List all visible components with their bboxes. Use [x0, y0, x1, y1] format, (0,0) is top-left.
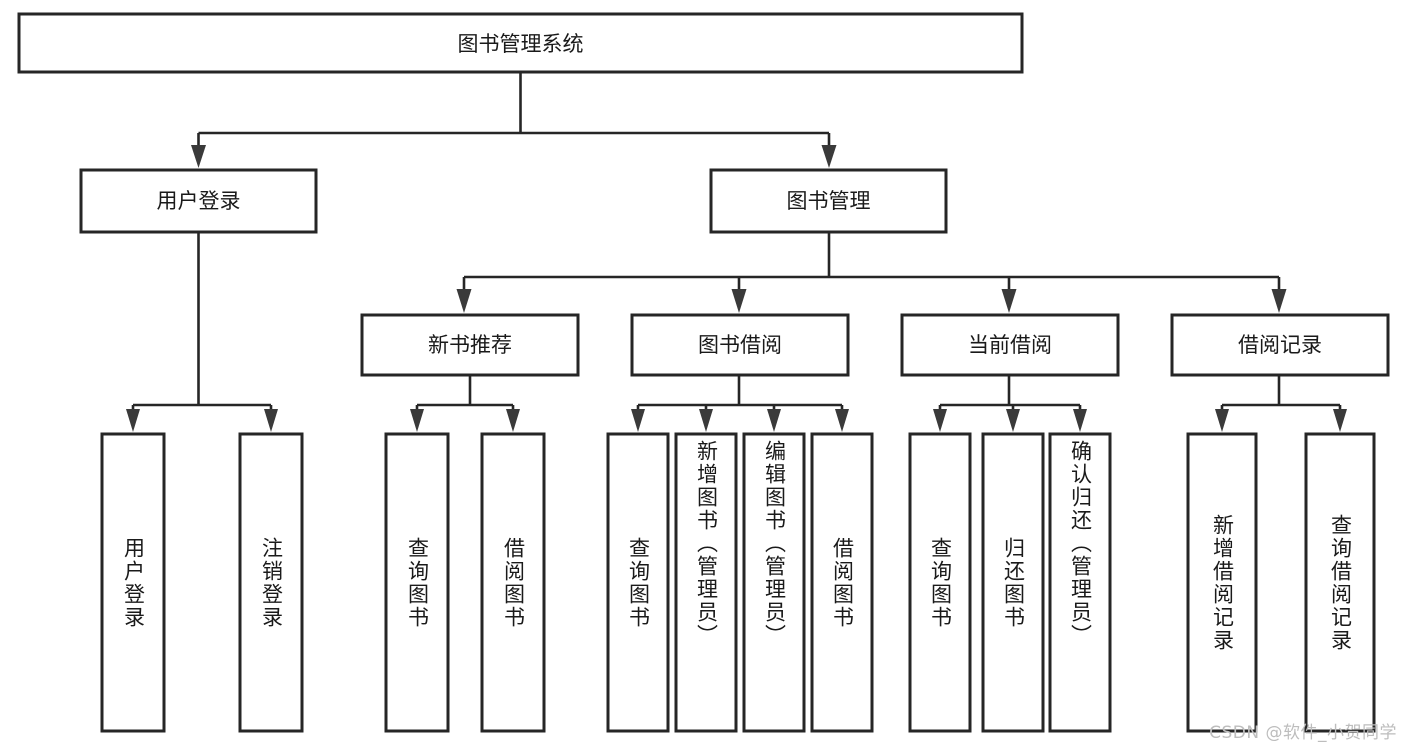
arrow-currentborrow-to-confirm-return — [1073, 409, 1087, 432]
leaf-box-query-book-2[interactable] — [606, 432, 670, 733]
arrow-bookmgmt-to-current — [1001, 289, 1017, 313]
arrow-newbook-to-borrow-book — [506, 409, 520, 432]
node-borrow-record[interactable]: 借阅记录 — [1170, 313, 1390, 377]
leaf-box-return-book[interactable] — [981, 432, 1045, 733]
leaf-box-query-book-1[interactable] — [384, 432, 450, 733]
leaf-box-add-record[interactable] — [1186, 432, 1258, 733]
arrow-bookborrow-to-edit-book — [767, 409, 781, 432]
arrow-userlogin-to-leaf-logout — [264, 409, 278, 432]
leaf-box-query-record[interactable] — [1304, 432, 1376, 733]
arrow-root-to-book-mgmt — [821, 145, 837, 168]
leaf-boxes — [100, 432, 1376, 733]
node-current-borrow-label: 当前借阅 — [968, 333, 1052, 357]
node-borrow-record-box[interactable] — [1170, 313, 1390, 377]
leaf-box-confirm-return[interactable] — [1048, 432, 1112, 733]
connector-group-borrow-record — [1215, 375, 1347, 432]
node-new-book-recommend-box[interactable] — [360, 313, 580, 377]
node-root-box[interactable] — [17, 12, 1024, 74]
arrow-newbook-to-query-book — [410, 409, 424, 432]
connector-group-new-book — [410, 375, 520, 432]
leaf-box-borrow-book-2[interactable] — [810, 432, 874, 733]
arrow-userlogin-to-leaf-user-login — [126, 409, 140, 432]
arrow-borrowrecord-to-query-record — [1333, 409, 1347, 432]
arrow-root-to-user-login — [191, 145, 206, 168]
node-user-login-box[interactable] — [79, 168, 318, 234]
node-current-borrow[interactable]: 当前借阅 — [900, 313, 1120, 377]
leaf-box-edit-book[interactable] — [742, 432, 806, 733]
node-book-management-label: 图书管理 — [787, 189, 871, 213]
connector-group-root — [191, 72, 837, 168]
connector-group-book-borrow — [631, 375, 849, 432]
connector-group-current-borrow — [933, 375, 1087, 432]
node-user-login[interactable]: 用户登录 — [79, 168, 318, 234]
arrow-bookmgmt-to-borrow — [731, 289, 747, 313]
arrow-currentborrow-to-return-book — [1006, 409, 1020, 432]
leaf-box-borrow-book-1[interactable] — [480, 432, 546, 733]
node-book-management-box[interactable] — [709, 168, 948, 234]
connector-group-user-login — [126, 232, 278, 432]
arrow-bookborrow-to-borrow-book — [835, 409, 849, 432]
arrow-bookmgmt-to-newbook — [456, 289, 472, 313]
arrow-borrowrecord-to-add-record — [1215, 409, 1229, 432]
leaf-box-add-book[interactable] — [674, 432, 738, 733]
node-book-borrow-box[interactable] — [630, 313, 850, 377]
node-borrow-record-label: 借阅记录 — [1238, 333, 1322, 357]
node-new-book-recommend[interactable]: 新书推荐 — [360, 313, 580, 377]
leaf-box-user-login[interactable] — [100, 432, 166, 733]
arrow-currentborrow-to-query-book — [933, 409, 947, 432]
arrow-bookborrow-to-query-book — [631, 409, 645, 432]
csdn-watermark: CSDN @软件_小贺同学 — [1209, 723, 1397, 743]
connector-group-book-mgmt — [456, 232, 1287, 313]
node-current-borrow-box[interactable] — [900, 313, 1120, 377]
leaf-box-query-book-3[interactable] — [908, 432, 972, 733]
arrow-bookborrow-to-add-book — [699, 409, 713, 432]
node-book-borrow[interactable]: 图书借阅 — [630, 313, 850, 377]
node-root[interactable]: 图书管理系统 — [17, 12, 1024, 74]
node-new-book-recommend-label: 新书推荐 — [428, 333, 512, 357]
node-book-borrow-label: 图书借阅 — [698, 333, 782, 357]
node-root-label: 图书管理系统 — [458, 32, 584, 56]
node-book-management[interactable]: 图书管理 — [709, 168, 948, 234]
node-user-login-label: 用户登录 — [157, 189, 241, 213]
arrow-bookmgmt-to-record — [1271, 289, 1287, 313]
leaf-box-logout[interactable] — [238, 432, 304, 733]
